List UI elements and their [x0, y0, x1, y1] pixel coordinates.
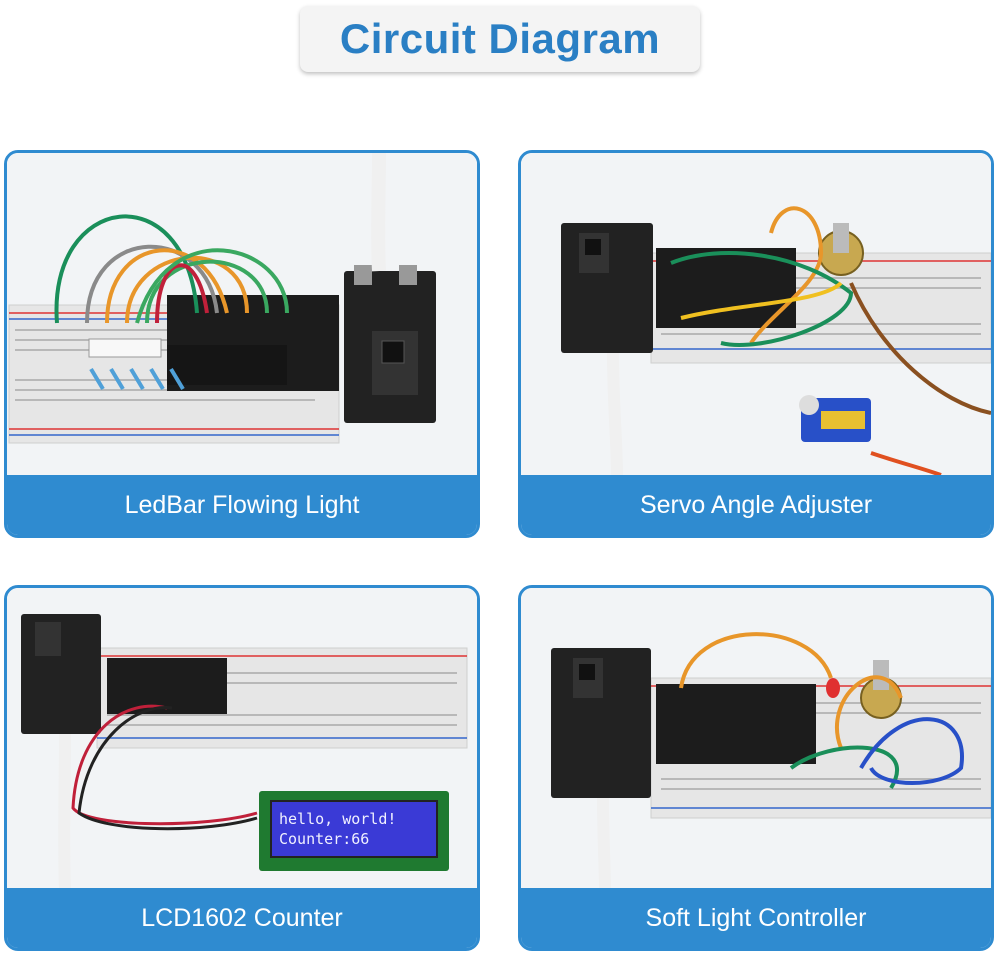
card-softlight[interactable]: Soft Light Controller [518, 585, 994, 951]
card-ledbar[interactable]: LedBar Flowing Light [4, 150, 480, 538]
title-banner: Circuit Diagram [300, 6, 700, 72]
card-caption: Soft Light Controller [645, 903, 867, 932]
lcd-line-1: hello, world! [279, 810, 396, 828]
page-title: Circuit Diagram [339, 15, 661, 62]
card-lcd[interactable]: hello, world! Counter:66 LCD1602 Counter [4, 585, 480, 951]
card-caption: LedBar Flowing Light [124, 490, 360, 519]
card-caption: LCD1602 Counter [141, 903, 343, 932]
lcd-circuit-image: hello, world! Counter:66 [7, 588, 477, 890]
caption-bar: LCD1602 Counter [7, 888, 477, 948]
caption-bar: Soft Light Controller [521, 888, 991, 948]
servo-circuit-image [521, 153, 991, 475]
softlight-circuit-image [521, 588, 991, 890]
card-caption: Servo Angle Adjuster [639, 490, 873, 519]
lcd-line-2: Counter:66 [279, 830, 369, 848]
caption-bar: LedBar Flowing Light [7, 475, 477, 535]
card-servo[interactable]: Servo Angle Adjuster [518, 150, 994, 538]
ledbar-circuit-image [7, 153, 477, 475]
caption-bar: Servo Angle Adjuster [521, 475, 991, 535]
